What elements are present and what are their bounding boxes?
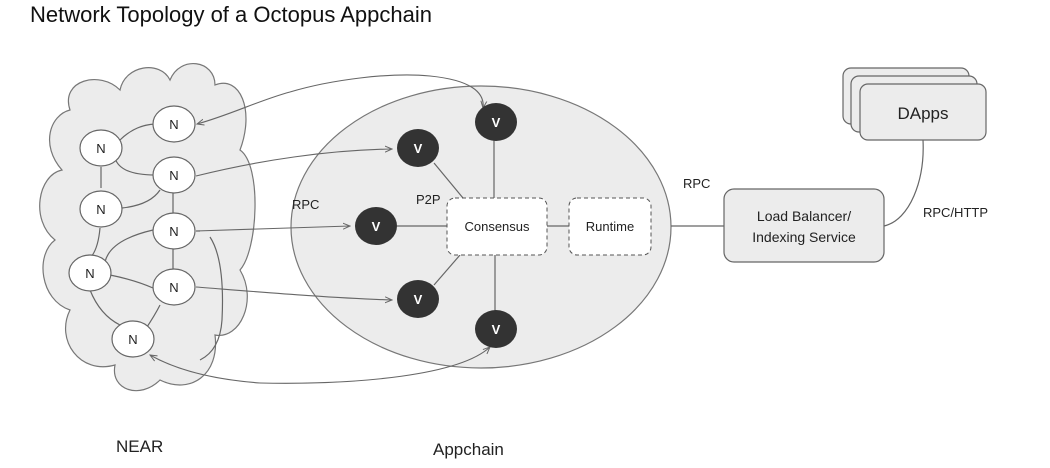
near-node[interactable]: N xyxy=(79,129,123,167)
near-node[interactable]: N xyxy=(152,156,196,194)
svg-text:N: N xyxy=(128,332,137,347)
svg-text:Indexing Service: Indexing Service xyxy=(752,229,856,245)
validator-node[interactable]: V xyxy=(355,207,397,245)
svg-text:Consensus: Consensus xyxy=(464,219,530,234)
near-node[interactable]: N xyxy=(79,190,123,228)
svg-text:N: N xyxy=(169,117,178,132)
svg-text:N: N xyxy=(96,141,105,156)
validator-node[interactable]: V xyxy=(397,129,439,167)
near-node[interactable]: N xyxy=(152,212,196,250)
dapps-stack[interactable]: DApps xyxy=(842,67,987,141)
rpc-http-label: RPC/HTTP xyxy=(923,205,988,220)
rpc-http-link xyxy=(883,139,924,227)
validators: V V V V V xyxy=(355,103,517,348)
svg-text:N: N xyxy=(169,280,178,295)
load-balancer-box[interactable]: Load Balancer/ Indexing Service xyxy=(723,188,885,263)
consensus-box[interactable]: Consensus xyxy=(446,197,548,256)
dapps-label: DApps xyxy=(897,104,948,123)
svg-text:V: V xyxy=(414,292,423,307)
diagram-title: Network Topology of a Octopus Appchain xyxy=(30,2,432,27)
validator-node[interactable]: V xyxy=(475,310,517,348)
svg-text:N: N xyxy=(169,224,178,239)
appchain-label: Appchain xyxy=(433,440,504,459)
svg-text:V: V xyxy=(492,322,501,337)
p2p-label: P2P xyxy=(416,192,441,207)
svg-text:V: V xyxy=(414,141,423,156)
svg-text:N: N xyxy=(169,168,178,183)
svg-text:V: V xyxy=(492,115,501,130)
svg-text:N: N xyxy=(85,266,94,281)
svg-text:N: N xyxy=(96,202,105,217)
near-node[interactable]: N xyxy=(152,105,196,143)
validator-node[interactable]: V xyxy=(397,280,439,318)
near-node[interactable]: N xyxy=(152,268,196,306)
appchain-edges xyxy=(397,140,724,312)
validator-node[interactable]: V xyxy=(475,103,517,141)
rpc-connections xyxy=(150,74,490,384)
rpc-label-right: RPC xyxy=(683,176,710,191)
svg-text:Load Balancer/: Load Balancer/ xyxy=(757,208,851,224)
svg-text:Runtime: Runtime xyxy=(586,219,634,234)
near-label: NEAR xyxy=(116,437,163,456)
near-nodes: N N N N N N N N xyxy=(68,105,196,358)
svg-text:V: V xyxy=(372,219,381,234)
near-node[interactable]: N xyxy=(111,320,155,358)
runtime-box[interactable]: Runtime xyxy=(568,197,652,256)
near-node[interactable]: N xyxy=(68,254,112,292)
rpc-label-left: RPC xyxy=(292,197,319,212)
